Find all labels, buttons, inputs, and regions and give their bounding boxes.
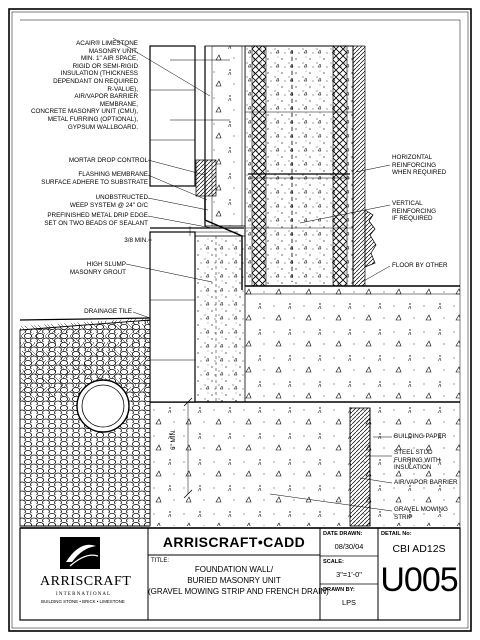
- logo-tagline: BUILDING STONE • BRICK • LIMESTONE: [41, 599, 125, 604]
- scale-label: SCALE:: [323, 559, 344, 565]
- drawn-by-label: DRAWN BY:: [323, 587, 355, 593]
- note-grout: HIGH SLUMP MASONRY GROUT: [69, 261, 126, 276]
- scale-value: 3"=1'-0": [336, 570, 362, 579]
- note-building-paper: BUILDING PAPER: [394, 433, 447, 440]
- date-label: DATE DRAWN:: [323, 531, 363, 537]
- detail-label: DETAIL No:: [381, 531, 412, 537]
- note-gravel-strip: GRAVEL MOWING STRIP: [394, 506, 448, 521]
- detail-id: U005: [380, 561, 458, 599]
- note-drip-edge: PREFINISHED METAL DRIP EDGE SET ON TWO B…: [44, 212, 148, 227]
- logo-subtitle: I N T E R N A T I O N A L: [55, 592, 111, 597]
- note-vertical-reinforcing: VERTICAL REINFORCING IF REQUIRED: [392, 200, 437, 223]
- drawn-by-value: LPS: [342, 598, 356, 607]
- note-flashing: FLASHING MEMBRANE SURFACE ADHERE TO SUBS…: [41, 171, 148, 186]
- note-air-vapor: AIR/VAPOR BARRIER: [394, 479, 458, 486]
- arriscraft-logo-mark: [60, 537, 100, 569]
- title-line-2: BURIED MASONRY UNIT: [187, 576, 281, 585]
- note-6-min: 6" MIN.: [170, 429, 177, 450]
- note-mortar-drop: MORTAR DROP CONTROL: [68, 157, 148, 164]
- detail-code: CBI AD12S: [392, 543, 446, 555]
- title-line-1: FOUNDATION WALL/: [194, 565, 274, 574]
- logo-name: ARRISCRAFT: [40, 574, 132, 589]
- note-steel-stud: STEEL STUD FURRING WITH INSULATION: [394, 449, 441, 472]
- title-label: TITLE:: [151, 558, 170, 564]
- note-wall-assembly: ACAIR® LIMESTONE MASONRY UNIT, MIN. 1" A…: [30, 40, 138, 131]
- note-weep: UNOBSTRUCTED WEEP SYSTEM @ 24" O/C: [69, 194, 148, 209]
- note-floor: FLOOR BY OTHER: [392, 262, 448, 269]
- note-horizontal-reinforcing: HORIZONTAL REINFORCING WHEN REQUIRED: [392, 154, 447, 177]
- date-value: 08/30/04: [334, 542, 364, 551]
- title-line-3: (GRAVEL MOWING STRIP AND FRENCH DRAIN): [148, 587, 329, 596]
- brand-title: ARRISCRAFT•CADD: [162, 534, 306, 550]
- note-drainage-tile: DRAINAGE TILE: [84, 308, 132, 315]
- note-3-8-min: 3/8 MIN.: [124, 237, 148, 244]
